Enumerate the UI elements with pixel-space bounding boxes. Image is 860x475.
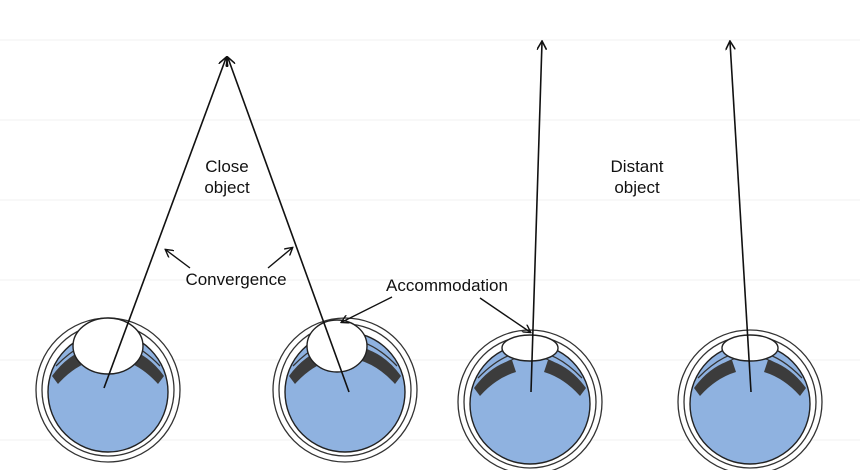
accommodation-arrow-left — [342, 296, 393, 322]
lens-thin — [721, 334, 779, 362]
label-close-object-1: Close — [205, 157, 248, 176]
convergence-arrow-left — [166, 250, 191, 269]
convergence-arrow-right — [267, 248, 292, 269]
sightline-close-left — [103, 58, 226, 389]
label-distant-object-2: object — [614, 178, 660, 197]
lens-thick — [72, 317, 144, 375]
lens-thin — [501, 334, 559, 362]
sightline-distant-left — [530, 42, 542, 393]
eye-distant-left — [457, 329, 603, 475]
eye-close-right — [272, 317, 418, 463]
eye-distant-right — [677, 329, 823, 475]
label-distant-object-1: Distant — [611, 157, 664, 176]
label-accommodation: Accommodation — [386, 276, 508, 295]
eye-close-left — [35, 317, 181, 463]
label-close-object-2: object — [204, 178, 250, 197]
sightline-close-right — [228, 58, 350, 393]
label-convergence: Convergence — [185, 270, 286, 289]
accommodation-arrow-right — [479, 297, 530, 332]
sightline-distant-right — [730, 42, 752, 393]
lens-thick — [306, 319, 368, 373]
